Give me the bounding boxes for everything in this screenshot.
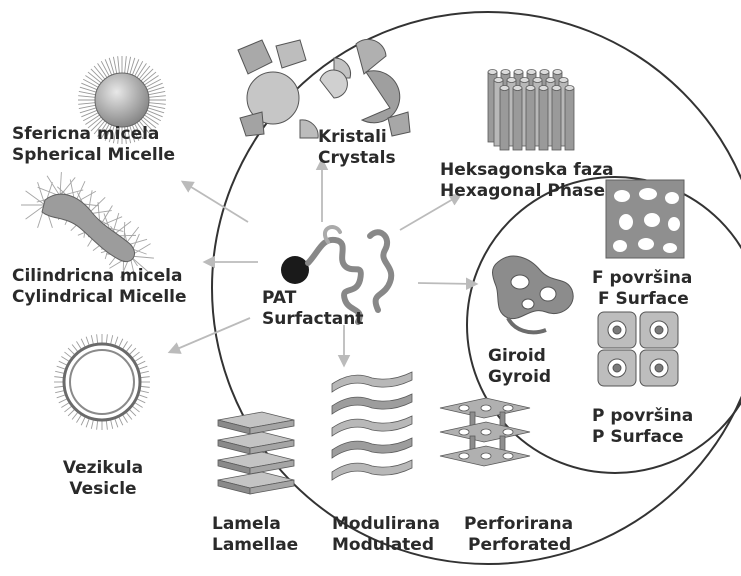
label-perforated-en: Perforated	[464, 535, 573, 556]
label-spherical-micelle: Sfericna micela Spherical Micelle	[12, 124, 175, 166]
label-p-surface-en: P Surface	[592, 427, 693, 448]
label-surfactant-en: Surfactant	[262, 309, 364, 330]
label-surfactant-sr: PAT	[262, 288, 364, 309]
label-p-surface-sr: P površina	[592, 406, 693, 427]
f-surface-image	[606, 180, 684, 258]
modulated-image	[332, 372, 412, 480]
label-lamellae-sr: Lamela	[212, 514, 298, 535]
surfactant-tail-b	[370, 232, 391, 310]
label-hexagonal-phase-sr: Heksagonska faza	[440, 160, 614, 181]
surfactant-head	[281, 256, 309, 284]
label-hexagonal-phase: Heksagonska faza Hexagonal Phase	[440, 160, 614, 202]
label-f-surface-sr: F površina	[592, 268, 692, 289]
label-f-surface: F površina F Surface	[592, 268, 692, 310]
label-modulated: Modulirana Modulated	[332, 514, 440, 556]
label-vesicle-sr: Vezikula	[48, 458, 158, 479]
vesicle-image	[54, 334, 150, 430]
label-modulated-en: Modulated	[332, 535, 440, 556]
label-perforated-sr: Perforirana	[464, 514, 573, 535]
hexagonal-phase-image	[488, 70, 574, 151]
lamellae-image	[218, 412, 294, 494]
label-p-surface: P površina P Surface	[592, 406, 693, 448]
label-gyroid: Giroid Gyroid	[488, 346, 551, 388]
label-gyroid-sr: Giroid	[488, 346, 551, 367]
gyroid-image	[493, 256, 574, 332]
label-spherical-micelle-en: Spherical Micelle	[12, 145, 175, 166]
label-lamellae-en: Lamellae	[212, 535, 298, 556]
label-modulated-sr: Modulirana	[332, 514, 440, 535]
arrow-vesicle	[170, 318, 250, 352]
label-hexagonal-phase-en: Hexagonal Phase	[440, 181, 614, 202]
label-cylindrical-micelle: Cilindricna micela Cylindrical Micelle	[12, 266, 187, 308]
label-crystals-en: Crystals	[318, 148, 396, 169]
label-cylindrical-micelle-en: Cylindrical Micelle	[12, 287, 187, 308]
label-gyroid-en: Gyroid	[488, 367, 551, 388]
label-crystals: Kristali Crystals	[318, 127, 396, 169]
label-cylindrical-micelle-sr: Cilindricna micela	[12, 266, 187, 287]
label-perforated: Perforirana Perforated	[464, 514, 573, 556]
label-crystals-sr: Kristali	[318, 127, 396, 148]
arrow-spherical	[183, 182, 248, 222]
cylindrical-micelle-image	[21, 172, 154, 279]
arrow-gyroid	[418, 283, 476, 284]
label-lamellae: Lamela Lamellae	[212, 514, 298, 556]
label-surfactant: PAT Surfactant	[262, 288, 364, 330]
label-spherical-micelle-sr: Sfericna micela	[12, 124, 175, 145]
perforated-image	[440, 398, 530, 466]
label-f-surface-en: F Surface	[592, 289, 692, 310]
p-surface-image	[598, 312, 678, 386]
label-vesicle: Vezikula Vesicle	[48, 458, 158, 500]
crystals-image	[238, 39, 410, 138]
label-vesicle-en: Vesicle	[48, 479, 158, 500]
